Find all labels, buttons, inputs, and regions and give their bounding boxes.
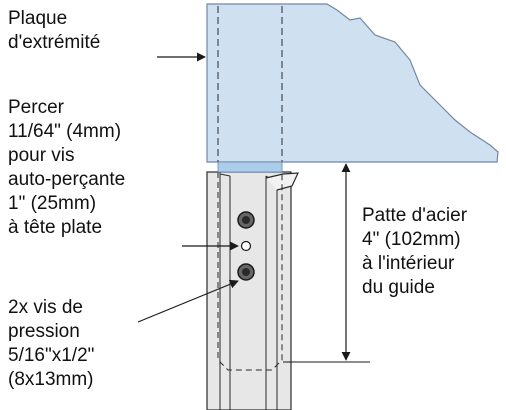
set-screws-leader [137, 279, 239, 323]
steel-tab-label: Patte d'acier 4" (102mm) à l'intérieur d… [362, 205, 468, 298]
drill-label: Percer 11/64" (4mm) pour vis auto-perçan… [8, 97, 126, 238]
end-plate-label: Plaque d'extrémité [8, 8, 101, 53]
drill-hole [240, 240, 252, 252]
set-screw-lower [237, 263, 255, 281]
steel-tab-hidden [217, 172, 283, 371]
set-screw-upper [237, 211, 255, 229]
guide-rail [206, 171, 299, 410]
steel-tab-exposed [217, 161, 283, 173]
tab-length-dimension [283, 163, 370, 363]
end-plate [206, 3, 499, 163]
set-screws-label: 2x vis de pression 5/16"x1/2" (8x13mm) [8, 297, 95, 390]
